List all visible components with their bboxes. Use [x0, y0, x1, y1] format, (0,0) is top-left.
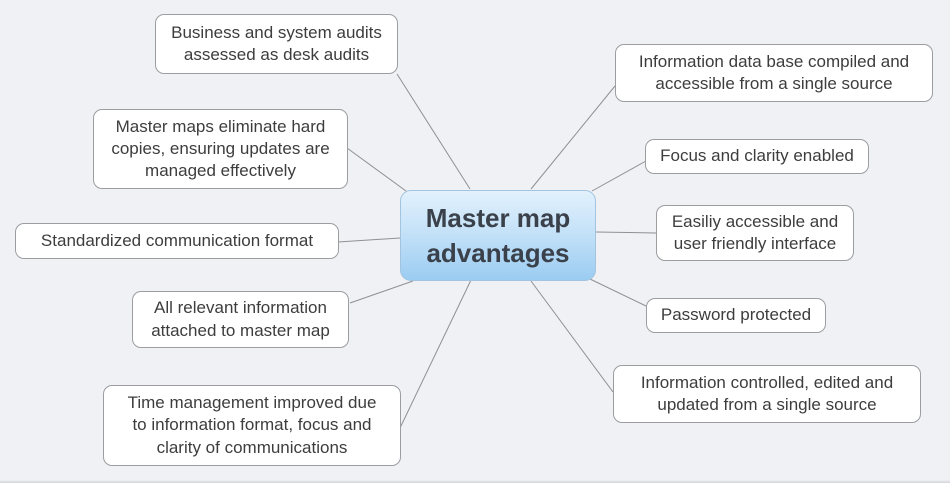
node-information-database[interactable]: Information data base compiled and acces… [615, 44, 933, 102]
connector-easily-accessible [595, 231, 657, 234]
connector-relevant-information [349, 280, 414, 304]
node-information-controlled[interactable]: Information controlled, edited and updat… [613, 365, 921, 423]
connector-standardized-format [337, 237, 401, 243]
connector-information-database [530, 85, 616, 190]
connector-time-management [399, 279, 472, 429]
node-business-audits[interactable]: Business and system audits assessed as d… [155, 14, 398, 74]
node-eliminate-hard-copies[interactable]: Master maps eliminate hard copies, ensur… [93, 109, 348, 189]
node-password-protected[interactable]: Password protected [646, 298, 826, 333]
connector-information-controlled [530, 280, 614, 393]
connector-focus-clarity [591, 160, 647, 192]
node-focus-clarity[interactable]: Focus and clarity enabled [645, 139, 869, 174]
node-relevant-information[interactable]: All relevant information attached to mas… [132, 291, 349, 348]
center-node-master-map-advantages[interactable]: Master map advantages [400, 190, 596, 281]
node-time-management[interactable]: Time management improved due to informat… [103, 385, 401, 466]
node-standardized-format[interactable]: Standardized communication format [15, 223, 339, 259]
connector-business-audits [396, 73, 471, 190]
connector-password-protected [589, 278, 647, 307]
connector-eliminate-hard-copies [346, 147, 407, 192]
node-easily-accessible[interactable]: Easiliy accessible and user friendly int… [656, 205, 854, 261]
